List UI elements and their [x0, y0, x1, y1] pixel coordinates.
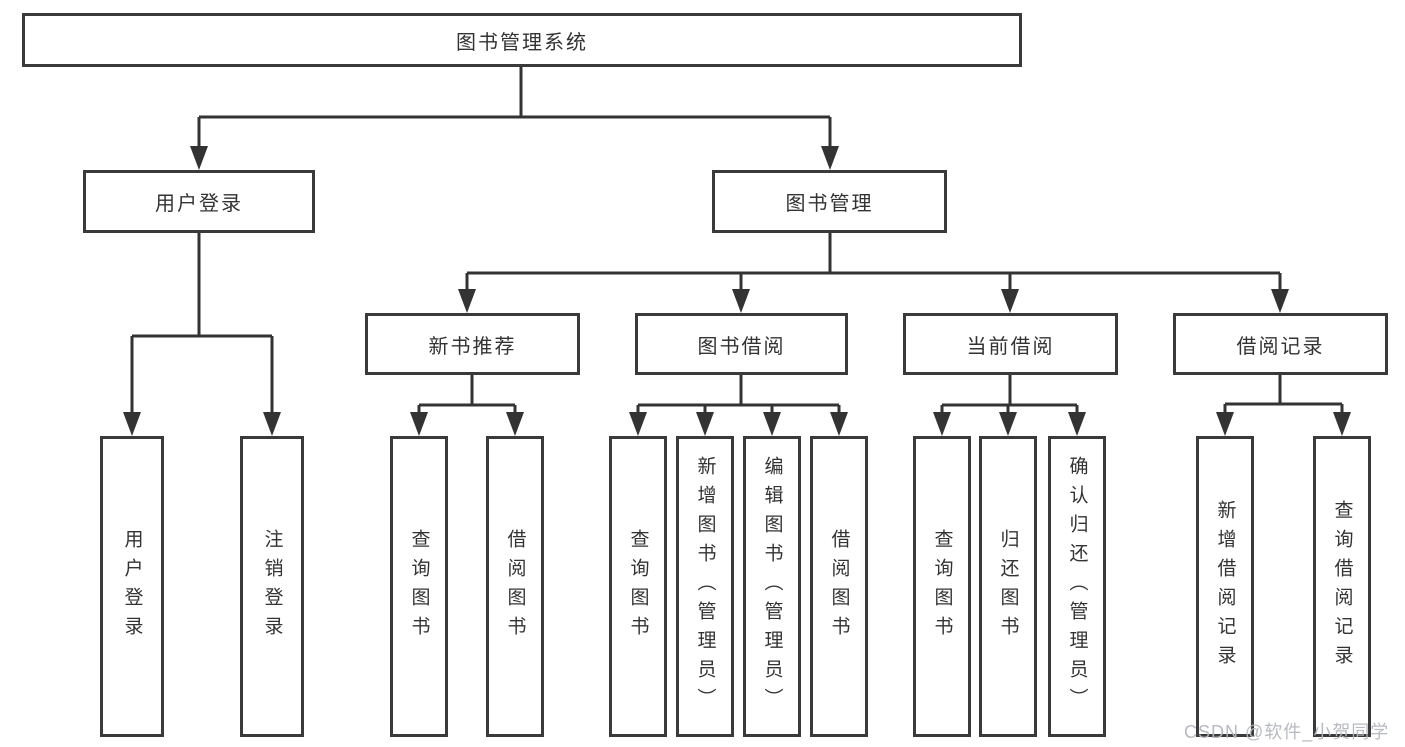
node-current-borrowing-label: 当前借阅 — [966, 335, 1055, 358]
leaf-current-query-books: 查询图书 — [913, 436, 971, 737]
leaf-newbook-query-books: 查询图书 — [390, 436, 448, 737]
leaf-borrowing-add-books-admin-label: 新增图书（管理员） — [694, 456, 716, 717]
node-user-login-label: 用户登录 — [155, 193, 243, 215]
leaf-newbook-borrow-books-label: 借阅图书 — [504, 528, 526, 645]
leaf-current-return-books: 归还图书 — [979, 436, 1037, 737]
node-borrow-records: 借阅记录 — [1173, 313, 1388, 375]
leaf-current-query-books-label: 查询图书 — [931, 528, 953, 645]
leaf-borrowing-query-books: 查询图书 — [609, 436, 667, 737]
leaf-borrowing-borrow-books-label: 借阅图书 — [828, 528, 850, 645]
watermark: CSDN @软件_小贺同学 — [1184, 718, 1389, 744]
leaf-records-query-record-label: 查询借阅记录 — [1331, 499, 1353, 674]
node-book-management: 图书管理 — [712, 170, 947, 233]
leaf-records-query-record: 查询借阅记录 — [1313, 436, 1371, 737]
leaf-current-confirm-return-admin-label: 确认归还（管理员） — [1066, 456, 1088, 717]
leaf-records-add-record: 新增借阅记录 — [1196, 436, 1254, 737]
leaf-logout-label: 注销登录 — [261, 528, 283, 645]
leaf-logout: 注销登录 — [240, 436, 304, 737]
node-book-borrowing: 图书借阅 — [635, 313, 848, 375]
leaf-current-return-books-label: 归还图书 — [997, 528, 1019, 645]
node-current-borrowing: 当前借阅 — [903, 313, 1118, 375]
leaf-user-login-label: 用户登录 — [121, 528, 143, 645]
leaf-newbook-query-books-label: 查询图书 — [408, 528, 430, 645]
leaf-borrowing-edit-books-admin-label: 编辑图书（管理员） — [761, 456, 783, 717]
node-new-book-recommend: 新书推荐 — [365, 313, 580, 375]
node-new-book-recommend-label: 新书推荐 — [428, 335, 517, 358]
node-root-library-system: 图书管理系统 — [22, 13, 1022, 67]
leaf-current-confirm-return-admin: 确认归还（管理员） — [1048, 436, 1106, 737]
leaf-borrowing-borrow-books: 借阅图书 — [810, 436, 868, 737]
node-book-borrowing-label: 图书借阅 — [697, 335, 786, 358]
node-book-management-label: 图书管理 — [785, 193, 874, 215]
watermark-text: CSDN @软件_小贺同学 — [1184, 722, 1390, 742]
leaf-borrowing-add-books-admin: 新增图书（管理员） — [676, 436, 734, 737]
leaf-user-login: 用户登录 — [100, 436, 164, 737]
node-user-login: 用户登录 — [83, 170, 315, 233]
leaf-records-add-record-label: 新增借阅记录 — [1214, 499, 1236, 674]
leaf-borrowing-edit-books-admin: 编辑图书（管理员） — [743, 436, 801, 737]
node-root-label: 图书管理系统 — [456, 31, 588, 54]
leaf-borrowing-query-books-label: 查询图书 — [627, 528, 649, 645]
leaf-newbook-borrow-books: 借阅图书 — [486, 436, 544, 737]
node-borrow-records-label: 借阅记录 — [1236, 335, 1325, 358]
